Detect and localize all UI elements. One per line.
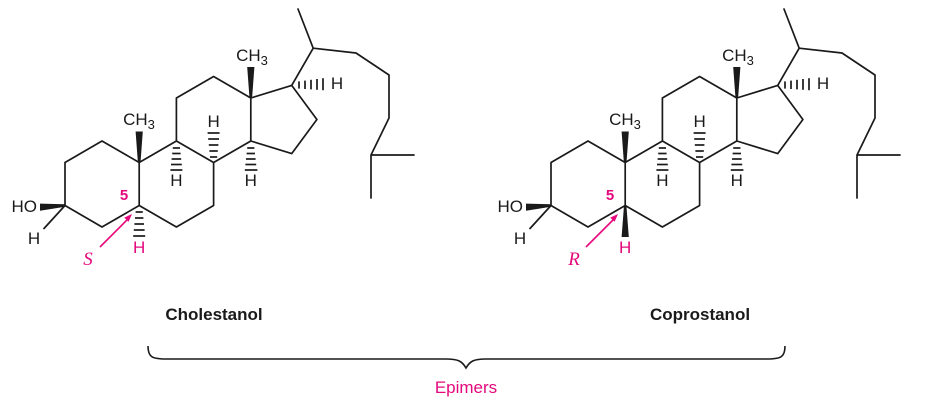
epimers-brace	[147, 345, 786, 370]
molecule-name-cholestanol: Cholestanol	[165, 305, 262, 324]
c9-hydrogen-hash-bond	[656, 147, 669, 171]
c5-number-label: 5	[606, 187, 614, 204]
c8-hydrogen-hash-bond	[207, 132, 220, 158]
c13-methyl-wedge-bond	[247, 67, 255, 98]
c10-methyl-wedge-bond	[621, 131, 629, 163]
c10-methyl-wedge-bond	[135, 131, 143, 163]
c14-hydrogen-hash-bond	[244, 147, 258, 171]
c8-hydrogen-hash-bond	[693, 132, 706, 158]
c5-number-label: 5	[120, 187, 128, 204]
c13-methyl-label: CH3	[236, 46, 268, 68]
c5-hydrogen-wedge-bond	[621, 205, 629, 237]
c17-hydrogen-label: H	[817, 74, 829, 93]
c5-arrow-head	[124, 214, 132, 222]
steroid-skeleton-bonds	[529, 8, 901, 230]
c9-hydrogen-label: H	[656, 171, 668, 190]
c5-hydrogen-label: H	[133, 238, 145, 257]
c17-hydrogen-hash-bond	[784, 78, 810, 91]
c10-methyl-label: CH3	[123, 110, 155, 132]
c5-arrow-line	[99, 218, 129, 248]
c5-arrow-head	[610, 214, 618, 222]
c14-hydrogen-hash-bond	[730, 147, 744, 171]
epimers-label: Epimers	[435, 378, 497, 397]
c14-hydrogen-label: H	[731, 171, 743, 190]
molecule-cholestanol: HO H CH3 CH3 H H H H H 5 S	[12, 8, 415, 270]
molecule-coprostanol: HO H CH3 CH3 H H H H H 5 R	[498, 8, 901, 270]
c5-arrow-line	[585, 218, 615, 248]
c13-methyl-label: CH3	[722, 46, 754, 68]
c3-hydroxyl-wedge-bond	[40, 203, 65, 211]
c3-hydroxyl-wedge-bond	[526, 203, 551, 211]
hydroxyl-label: HO	[12, 197, 38, 216]
c9-hydrogen-label: H	[170, 171, 182, 190]
c13-methyl-wedge-bond	[733, 67, 741, 98]
hydroxyl-label: HO	[498, 197, 524, 216]
c17-hydrogen-label: H	[331, 74, 343, 93]
configuration-s-label: S	[83, 249, 93, 270]
c8-hydrogen-label: H	[693, 112, 705, 131]
molecule-name-coprostanol: Coprostanol	[650, 305, 750, 324]
c3-hydrogen-label: H	[514, 229, 526, 248]
steroid-skeleton-bonds	[43, 8, 415, 230]
c10-methyl-label: CH3	[609, 110, 641, 132]
c8-hydrogen-label: H	[207, 112, 219, 131]
c3-hydrogen-label: H	[28, 229, 40, 248]
c5-hydrogen-hash-bond	[133, 211, 146, 237]
configuration-r-label: R	[567, 249, 580, 270]
c17-hydrogen-hash-bond	[298, 78, 324, 91]
c5-hydrogen-label: H	[619, 238, 631, 257]
c14-hydrogen-label: H	[245, 171, 257, 190]
c9-hydrogen-hash-bond	[170, 147, 183, 171]
